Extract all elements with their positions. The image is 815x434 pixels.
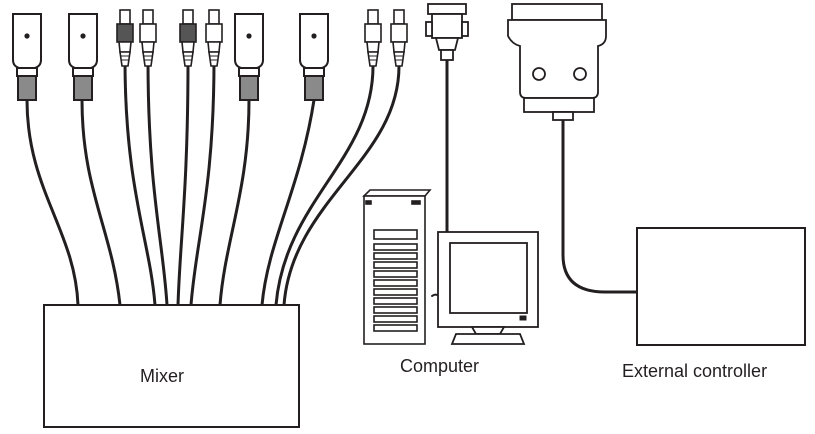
cable-controller <box>561 118 639 294</box>
cable-6 <box>189 58 216 307</box>
cable-7 <box>218 98 251 307</box>
mixer-label: Mixer <box>140 366 184 386</box>
external-controller-label: External controller <box>622 361 768 381</box>
tower-pc-icon <box>362 189 432 345</box>
cables <box>25 58 639 307</box>
xlr-connector-icon <box>12 13 329 101</box>
cable-8 <box>260 98 316 307</box>
cable-5 <box>176 58 190 307</box>
cable-1 <box>25 98 80 307</box>
dsub-connector-icon <box>425 3 469 61</box>
cable-9 <box>274 64 375 307</box>
cable-4 <box>146 58 169 307</box>
controller-box <box>636 227 806 346</box>
monitor-icon <box>437 231 539 345</box>
cable-2 <box>80 98 122 307</box>
computer-label: Computer <box>400 356 480 376</box>
cable-10 <box>282 64 401 307</box>
controller-connector-icon <box>507 3 607 121</box>
mixer-box <box>43 304 300 428</box>
cable-3 <box>123 58 157 307</box>
